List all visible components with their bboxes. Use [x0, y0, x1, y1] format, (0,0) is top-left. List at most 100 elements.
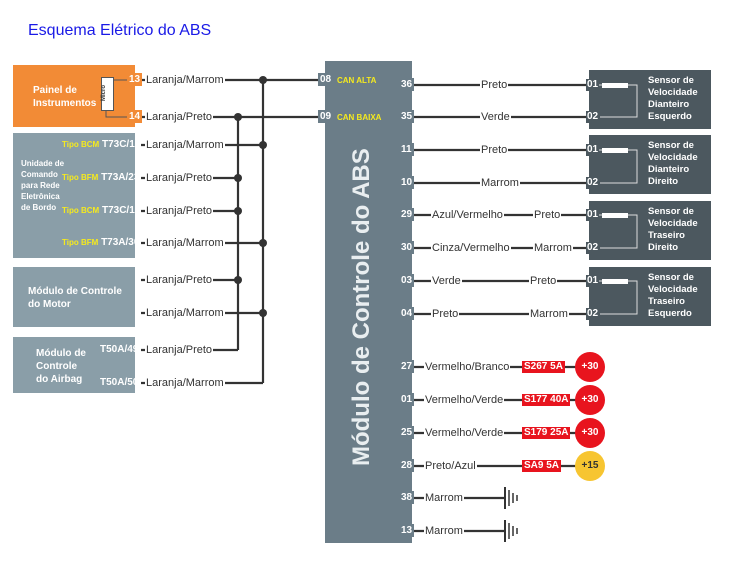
- pin-14: 14: [127, 110, 143, 123]
- bcm-label: para Rede: [21, 181, 60, 190]
- sensor-pin: 01: [586, 209, 600, 221]
- supply-terminal-30: +30: [575, 385, 605, 415]
- abs-pin: 01: [399, 393, 415, 406]
- fuse-label: S267 5A: [522, 361, 565, 373]
- sensor-pin: 02: [586, 242, 600, 254]
- bcm-label: Comando: [21, 170, 58, 179]
- wire-label: Cinza/Vermelho: [431, 242, 511, 254]
- abs-pin: 27: [399, 360, 415, 373]
- wire-label: Marrom: [424, 525, 464, 537]
- sensor-pin: 02: [586, 177, 600, 189]
- sensor-pin: 02: [586, 308, 600, 320]
- wire-label: Vermelho/Verde: [424, 427, 505, 439]
- sensor-label: Sensor de: [648, 140, 694, 151]
- abs-module-label: Módulo de Controle do ABS: [348, 148, 375, 466]
- bcm-label: Eletrônica: [21, 192, 60, 201]
- wire-label: Laranja/Marrom: [145, 74, 225, 86]
- wire-label: Vermelho/Verde: [424, 394, 505, 406]
- motor-label: Módulo de Controle: [28, 286, 122, 297]
- wire-label: Laranja/Marrom: [145, 237, 225, 249]
- can-label: CAN BAIXA: [337, 113, 382, 122]
- wire-label: Preto: [480, 144, 509, 156]
- micro-component: Micro: [101, 77, 114, 111]
- wire-label: Preto: [431, 308, 460, 320]
- sensor-box-dianteiro-esquerdo: Sensor de Velocidade Dianteiro Esquerdo: [589, 70, 711, 129]
- sensor-coil-icon: [602, 148, 628, 153]
- can-label: CAN ALTA: [337, 76, 377, 85]
- wire-label: Marrom: [424, 492, 464, 504]
- wire-label: Preto: [533, 209, 562, 221]
- airbag-pin: T50A/49: [100, 344, 139, 355]
- sensor-coil-icon: [602, 213, 628, 218]
- wire-label: Preto/Azul: [424, 460, 477, 472]
- airbag-pin: T50A/50: [100, 377, 139, 388]
- sensor-label: Esquerdo: [648, 308, 692, 319]
- supply-terminal-30: +30: [575, 352, 605, 382]
- sensor-label: Dianteiro: [648, 164, 690, 175]
- bcm-label: de Bordo: [21, 203, 57, 212]
- sensor-label: Direito: [648, 176, 679, 187]
- sensor-box-traseiro-esquerdo: Sensor de Velocidade Traseiro Esquerdo: [589, 267, 711, 326]
- sensor-label: Sensor de: [648, 75, 694, 86]
- abs-pin: 35: [399, 110, 415, 123]
- abs-pin: 36: [399, 78, 415, 91]
- abs-pin: 08: [318, 73, 334, 86]
- sensor-label: Direito: [648, 242, 679, 253]
- wire-label: Laranja/Preto: [145, 274, 214, 286]
- pin-type: Tipo BCM: [62, 140, 100, 149]
- sensor-label: Traseiro: [648, 230, 685, 241]
- sensor-pin: 02: [586, 111, 600, 123]
- abs-pin: 25: [399, 426, 415, 439]
- sensor-label: Velocidade: [648, 284, 698, 295]
- fuse-label: S177 40A: [522, 394, 571, 406]
- painel-label-line1: Painel de: [33, 85, 77, 96]
- motor-label: do Motor: [28, 299, 71, 310]
- wire-label: Laranja/Marrom: [145, 377, 225, 389]
- sensor-label: Esquerdo: [648, 111, 692, 122]
- sensor-label: Dianteiro: [648, 99, 690, 110]
- sensor-pin: 01: [586, 144, 600, 156]
- ground-symbols: [504, 487, 518, 542]
- wire-label: Marrom: [529, 308, 569, 320]
- pin-13: 13: [127, 73, 143, 86]
- wire-label: Laranja/Preto: [145, 111, 214, 123]
- abs-pin: 30: [399, 241, 415, 254]
- sensor-pin: 01: [586, 79, 600, 91]
- supply-terminal-15: +15: [575, 451, 605, 481]
- sensor-pin: 01: [586, 275, 600, 287]
- fuse-label: SA9 5A: [522, 460, 562, 472]
- wire-label: Preto: [529, 275, 558, 287]
- sensor-coil-icon: [602, 83, 628, 88]
- abs-pin: 13: [399, 524, 415, 537]
- wire-label: Marrom: [533, 242, 573, 254]
- pin-id: T73A/30: [101, 237, 140, 248]
- wire-label: Laranja/Preto: [145, 172, 214, 184]
- abs-pin: 28: [399, 459, 415, 472]
- airbag-label: Controle: [36, 361, 78, 372]
- wire-label: Azul/Vermelho: [431, 209, 504, 221]
- wire-label: Laranja/Preto: [145, 344, 214, 356]
- sensor-coil-icon: [602, 279, 628, 284]
- wire-label: Verde: [431, 275, 462, 287]
- bcm-box: Unidade de Comando para Rede Eletrônica …: [13, 133, 135, 258]
- ground-icon: [503, 520, 519, 542]
- abs-pin: 10: [399, 176, 415, 189]
- sensor-box-traseiro-direito: Sensor de Velocidade Traseiro Direito: [589, 201, 711, 260]
- supply-terminal-30: +30: [575, 418, 605, 448]
- abs-pin: 11: [399, 143, 414, 156]
- wire-label: Laranja/Marrom: [145, 307, 225, 319]
- sensor-label: Sensor de: [648, 206, 694, 217]
- bcm-pin: Tipo BFM T73A/30: [62, 237, 139, 249]
- bcm-pin: Tipo BCM T73C/18: [62, 139, 140, 151]
- painel-instrumentos-box: Painel de Instrumentos: [13, 65, 135, 127]
- wire-label: Laranja/Marrom: [145, 139, 225, 151]
- sensor-label: Traseiro: [648, 296, 685, 307]
- wire-label: Preto: [480, 79, 509, 91]
- wire-label: Marrom: [480, 177, 520, 189]
- wire-label: Verde: [480, 111, 511, 123]
- wire-label: Laranja/Preto: [145, 205, 214, 217]
- pin-id: T73C/18: [101, 139, 141, 150]
- pin-id: T73A/23: [101, 172, 140, 183]
- sensor-label: Velocidade: [648, 218, 698, 229]
- airbag-module-box: Módulo de Controle do Airbag: [13, 337, 135, 393]
